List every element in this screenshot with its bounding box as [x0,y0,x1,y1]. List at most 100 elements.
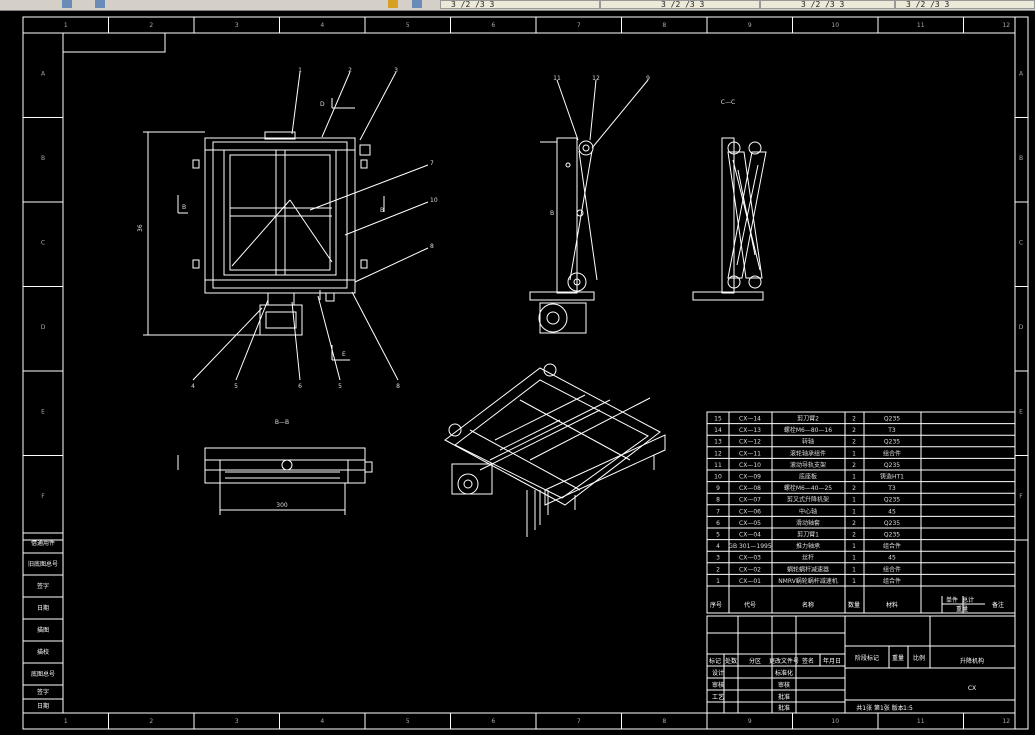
table-cell-code: CX—04 [739,532,761,539]
toolbar-tab-3[interactable]: 3 /2 /3 3 [760,0,895,9]
table-cell-qty: 2 [852,532,856,539]
table-cell-qty: 2 [852,485,856,492]
zone-label-col-top: 5 [406,22,410,29]
table-cell-mat: 45 [888,555,896,562]
side-panel-labels: 借通用件 旧底图总号 签字 日期 描图 描校 底图总号 签字 日期 [28,539,58,710]
table-cell-qty: 2 [852,439,856,446]
table-cell-name: 推力轴承 [796,542,820,550]
th-qty: 数量 [848,601,860,609]
table-cell-mat: 铸造HT1 [880,473,904,481]
table-cell-no: 3 [716,555,720,562]
table-cell-name: 滚轮轴承组件 [790,449,826,457]
rev-header-3: 分区 [749,657,761,665]
section-mark-b-right: B [380,207,384,214]
zone-label-col-bottom: 6 [491,718,495,725]
section-mark-b-left: B [182,204,186,211]
table-cell-mat: 组合件 [883,577,901,585]
table-cell-mat: Q235 [884,462,900,469]
table-cell-mat: 组合件 [883,449,901,457]
table-cell-mat: Q235 [884,439,900,446]
zone-label-col-top: 8 [662,22,666,29]
table-cell-mat: 45 [888,508,896,515]
zone-label-row-right: D [1019,324,1024,331]
table-cell-no: 9 [716,485,720,492]
table-cell-qty: 1 [852,450,856,457]
table-cell-name: NMRV蜗轮蜗杆减速机 [778,577,838,585]
rev-header-1: 标记 [709,657,721,665]
side-view-labels: 11 12 9 B [550,75,650,217]
table-cell-mat: Q235 [884,532,900,539]
zone-label-row-left: A [41,70,46,77]
table-cell-name: 蜗轮蜗杆减速器 [787,565,829,573]
table-cell-qty: 1 [852,578,856,585]
rev-header-5: 签名 [802,657,814,665]
table-cell-name: 滑动轴套 [796,519,820,527]
zone-label-col-bottom: 7 [577,718,581,725]
table-cell-code: CX—10 [739,462,761,469]
table-cell-code: CX—14 [739,416,761,423]
toolbar-icon-3[interactable] [388,0,398,8]
table-cell-code: CX—08 [739,485,761,492]
toolbar-tab-1[interactable]: 3 /2 /3 3 [440,0,600,9]
table-cell-name: 剪叉式升降机架 [787,496,829,504]
table-cell-no: 15 [714,416,722,423]
table-cell-mat: 组合件 [883,565,901,573]
toolbar-tab-2[interactable]: 3 /2 /3 3 [600,0,760,9]
table-cell-name: 中心轴 [799,507,817,515]
zone-label-col-top: 9 [748,22,752,29]
side-panel [22,532,64,714]
table-cell-qty: 1 [852,474,856,481]
table-cell-code: CX—05 [739,520,761,527]
zone-label-row-right: C [1019,239,1023,246]
zone-markers [23,17,1028,729]
toolbar-tab-1-label: 3 /2 /3 3 [451,0,495,9]
table-cell-qty: 1 [852,543,856,550]
front-dimension: 36 [137,224,144,232]
side-dimension: B [550,210,554,217]
table-cell-mat: T3 [887,427,896,434]
table-cell-mat: T3 [887,485,896,492]
side-label-5: 描图 [37,626,49,634]
side-label-6: 描校 [37,648,49,656]
toolbar-icon-1[interactable] [62,0,72,8]
table-cell-code: CX—11 [739,450,761,457]
zone-label-col-bottom: 3 [235,718,239,725]
toolbar-tab-3-label: 3 /2 /3 3 [801,0,845,9]
callout-right-3: 8 [430,243,434,250]
table-cell-code: CX—03 [739,555,761,562]
drawing-title: 升降机构 [960,657,984,665]
section-cc-label: C—C [721,99,735,106]
zone-label-row-right: B [1019,155,1023,162]
zone-label-col-top: 2 [149,22,153,29]
scale-value: 1:5 [903,705,913,712]
bottom-view-labels: B—B 300 [275,419,289,509]
callout-right-1: 7 [430,160,434,167]
stage-header-1: 阶段标记 [855,654,879,662]
table-cell-qty: 1 [852,566,856,573]
th-mat: 材料 [886,601,898,609]
toolbar-tab-2-label: 3 /2 /3 3 [661,0,705,9]
table-cell-qty: 2 [852,520,856,527]
side-label-8: 签字 [37,688,49,696]
zone-label-row-right: A [1019,70,1024,77]
toolbar-icon-4[interactable] [412,0,422,8]
side-label-4: 日期 [37,604,49,612]
table-cell-mat: Q235 [884,497,900,504]
bottom-dimension: 300 [276,502,288,509]
mid-label-standard: 标准化 [775,669,793,677]
table-cell-qty: 2 [852,462,856,469]
th-unit: 单件 [946,596,958,604]
table-cell-code: GB 301—1995 [728,543,772,550]
toolbar-tab-4[interactable]: 3 /2 /3 3 [895,0,1035,9]
mid-label-review: 审核 [778,681,790,689]
zone-label-col-top: 1 [64,22,68,29]
table-cell-mat: Q235 [884,416,900,423]
th-weight: 重量 [956,605,968,613]
side-label-3: 签字 [37,582,49,590]
toolbar-icon-2[interactable] [95,0,105,8]
table-cell-no: 8 [716,497,720,504]
table-cell-name: 螺栓M6—40—25 [784,484,832,492]
